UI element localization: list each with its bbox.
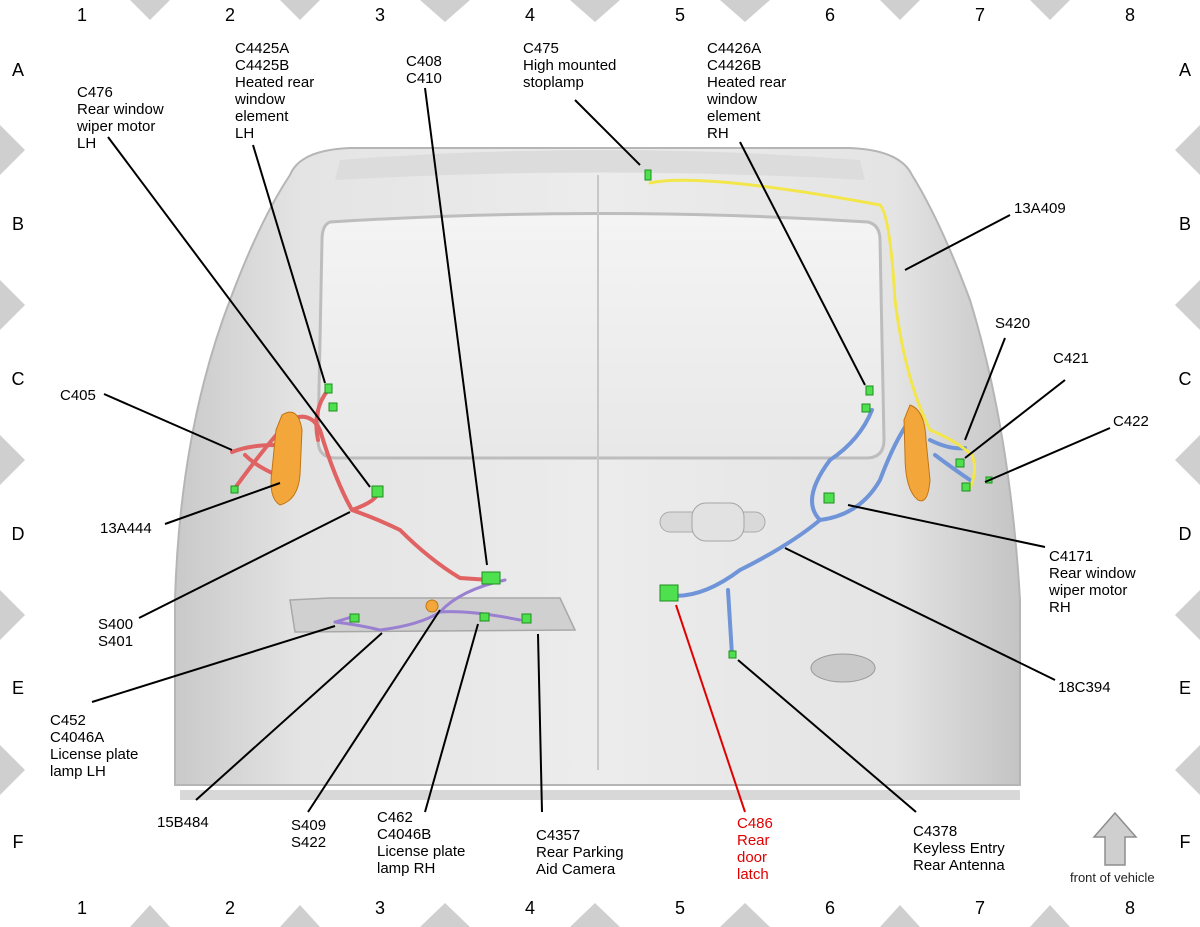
grid-row-left-e: E xyxy=(11,678,24,698)
label-c452: C452 C4046A License plate lamp LH xyxy=(50,712,139,780)
grid-col-top-1: 1 xyxy=(76,5,87,25)
connectors xyxy=(230,169,993,659)
grid-col-top-5: 5 xyxy=(674,5,685,25)
label-c408: C408 C410 xyxy=(406,53,442,87)
harness-13a409 xyxy=(648,178,977,490)
grid-col-bottom-6: 6 xyxy=(824,898,835,918)
grid-row-left-a: A xyxy=(11,60,24,80)
label-13a409: 13A409 xyxy=(1014,200,1066,217)
label-18c394: 18C394 xyxy=(1058,679,1111,696)
harness-18c394 xyxy=(666,408,972,657)
grid-row-right-e: E xyxy=(1178,678,1191,698)
label-c462: C462 C4046B License plate lamp RH xyxy=(377,809,466,877)
label-15b484: 15B484 xyxy=(157,814,209,831)
label-s420: S420 xyxy=(995,315,1031,332)
label-c486: C486 Rear door latch xyxy=(737,815,773,883)
label-13a444: 13A444 xyxy=(100,520,152,537)
van-body xyxy=(174,147,1021,800)
front-of-vehicle-label: front of vehicle xyxy=(1070,870,1155,885)
label-s400: S400 S401 xyxy=(98,616,134,650)
grid-col-bottom-2: 2 xyxy=(224,898,235,918)
grid-col-bottom-7: 7 xyxy=(974,898,985,918)
grid-col-bottom-1: 1 xyxy=(76,898,87,918)
grid-row-left-b: B xyxy=(11,214,24,234)
grid-col-bottom-5: 5 xyxy=(674,898,685,918)
grid-row-right-f: F xyxy=(1179,832,1191,852)
label-c405: C405 xyxy=(60,387,96,404)
label-c475: C475 High mounted stoplamp xyxy=(523,40,617,91)
grid-col-bottom-3: 3 xyxy=(374,898,385,918)
grid-row-left-c: C xyxy=(11,369,25,389)
label-s409: S409 S422 xyxy=(291,817,327,851)
label-c4426: C4426A C4426B Heated rear window element… xyxy=(707,40,787,142)
front-arrow-icon xyxy=(1092,811,1138,866)
grid-row-right-c: C xyxy=(1178,369,1192,389)
grid-row-right-a: A xyxy=(1178,60,1191,80)
grid-row-left-f: F xyxy=(12,832,24,852)
leader-lines xyxy=(91,87,1111,813)
grid-col-bottom-8: 8 xyxy=(1124,898,1135,918)
label-c476: C476 Rear window wiper motor LH xyxy=(77,84,164,152)
leader-line-c486 xyxy=(675,604,746,813)
label-c4378: C4378 Keyless Entry Rear Antenna xyxy=(913,823,1005,874)
grid-col-top-6: 6 xyxy=(824,5,835,25)
grid-row-left-d: D xyxy=(11,524,25,544)
label-c4171: C4171 Rear window wiper motor RH xyxy=(1049,548,1136,616)
grid-row-right-b: B xyxy=(1178,214,1191,234)
grid-row-right-d: D xyxy=(1178,524,1192,544)
grid-col-top-8: 8 xyxy=(1124,5,1135,25)
label-c422: C422 xyxy=(1113,413,1149,430)
grid-col-top-4: 4 xyxy=(524,5,535,25)
grid-col-top-3: 3 xyxy=(374,5,385,25)
grid-col-top-7: 7 xyxy=(974,5,985,25)
label-c4357: C4357 Rear Parking Aid Camera xyxy=(536,827,624,878)
grid-col-top-2: 2 xyxy=(224,5,235,25)
latches xyxy=(270,404,931,613)
label-c4425: C4425A C4425B Heated rear window element… xyxy=(235,40,315,142)
grid-col-bottom-4: 4 xyxy=(524,898,535,918)
label-c421: C421 xyxy=(1053,350,1089,367)
